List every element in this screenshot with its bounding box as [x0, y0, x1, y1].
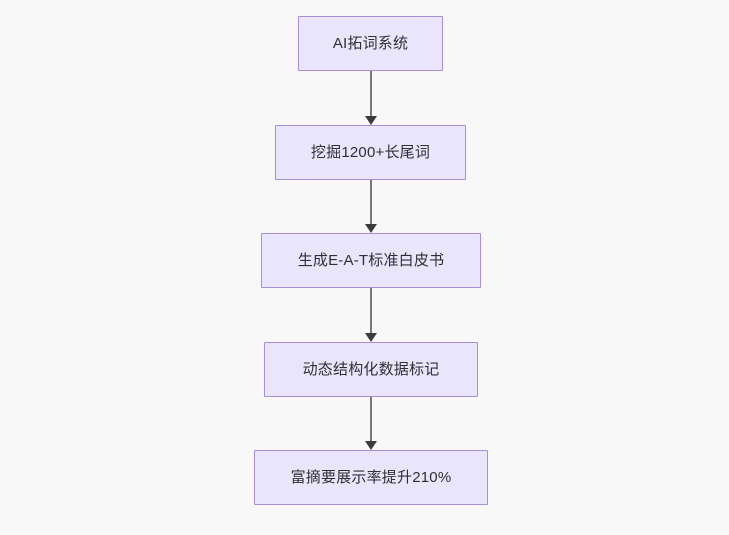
edge-node2-to-node3 — [364, 180, 378, 233]
flow-node-label: 生成E-A-T标准白皮书 — [297, 251, 445, 269]
edge-line — [370, 180, 372, 225]
flow-node-label: AI拓词系统 — [332, 34, 409, 52]
arrowhead-icon — [365, 224, 377, 233]
flow-node-generate-eat-whitepaper[interactable]: 生成E-A-T标准白皮书 — [261, 233, 481, 288]
flow-node-label: 动态结构化数据标记 — [302, 360, 440, 378]
edge-node4-to-node5 — [364, 397, 378, 450]
flow-node-mine-longtail-keywords[interactable]: 挖掘1200+长尾词 — [275, 125, 466, 180]
arrowhead-icon — [365, 441, 377, 450]
edge-line — [370, 71, 372, 117]
flow-node-dynamic-structured-data-markup[interactable]: 动态结构化数据标记 — [264, 342, 478, 397]
flow-node-label: 挖掘1200+长尾词 — [310, 143, 431, 161]
edge-node1-to-node2 — [364, 71, 378, 125]
flow-node-ai-keyword-system[interactable]: AI拓词系统 — [298, 16, 443, 71]
edge-line — [370, 288, 372, 334]
arrowhead-icon — [365, 116, 377, 125]
edge-line — [370, 397, 372, 442]
flow-node-label: 富摘要展示率提升210% — [290, 468, 452, 486]
arrowhead-icon — [365, 333, 377, 342]
flow-node-rich-snippet-impression-uplift[interactable]: 富摘要展示率提升210% — [254, 450, 488, 505]
edge-node3-to-node4 — [364, 288, 378, 342]
